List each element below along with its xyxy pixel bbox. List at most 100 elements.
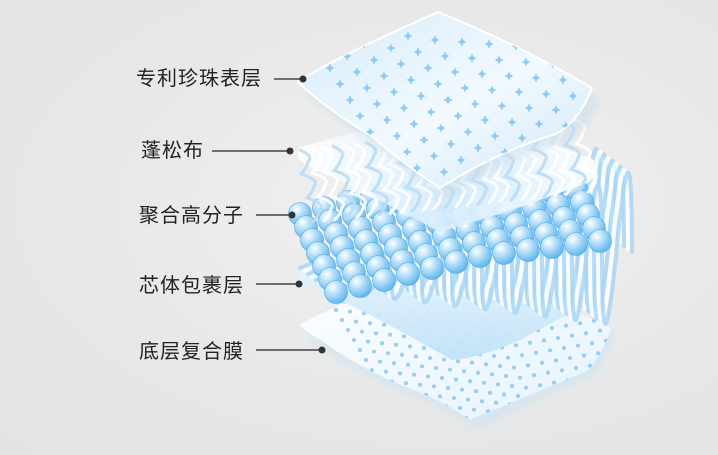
film-dot <box>446 386 450 390</box>
surface-pattern-mark <box>514 87 524 97</box>
film-dot <box>556 413 560 418</box>
film-dot <box>382 388 386 392</box>
film-dot <box>528 340 532 345</box>
fluff-strand <box>375 140 400 216</box>
film-dot <box>634 389 638 393</box>
surface-pattern-mark <box>376 27 386 37</box>
fluff-strand <box>298 148 323 224</box>
surface-pattern-mark <box>484 39 494 49</box>
film-dot <box>542 415 546 420</box>
film-dot <box>394 408 398 412</box>
film-dot <box>412 372 416 377</box>
film-dot <box>596 428 600 432</box>
surface-pattern-mark <box>439 167 449 177</box>
surface-pattern-mark <box>606 110 615 119</box>
film-dot <box>552 380 556 385</box>
film-dot <box>576 421 580 425</box>
film-dot <box>504 374 508 378</box>
surface-pattern-mark <box>443 95 453 105</box>
film-dot <box>490 372 494 377</box>
surface-pattern-mark <box>531 73 541 83</box>
film-dot <box>484 428 488 432</box>
film-dot <box>514 412 518 417</box>
film-dot <box>606 393 610 398</box>
film-dot <box>548 348 552 353</box>
polymer-bead <box>492 241 516 265</box>
surface-pattern-mark <box>541 89 551 99</box>
film-dot <box>492 354 496 358</box>
film-dot <box>554 436 558 440</box>
film-dot <box>398 371 402 376</box>
surface-pattern-mark <box>639 204 648 213</box>
polymer-bead <box>564 232 588 256</box>
film-dot <box>454 377 458 382</box>
film-dot <box>400 418 404 420</box>
surface-pattern-mark <box>568 91 578 101</box>
film-dot <box>622 292 626 296</box>
film-dot <box>388 398 392 402</box>
film-dot <box>512 365 516 370</box>
film-dot <box>368 321 372 326</box>
label-pearl-surface: 专利珍珠表层 <box>136 66 262 90</box>
surface-pattern-mark <box>487 85 497 95</box>
film-dot <box>380 341 384 346</box>
leader-dot <box>318 346 326 354</box>
film-dot <box>570 333 574 338</box>
film-dot <box>610 426 614 430</box>
film-dot <box>422 411 426 416</box>
film-dot <box>616 359 620 363</box>
film-dot <box>432 384 436 389</box>
fluff-strand <box>364 141 389 217</box>
surface-pattern-mark <box>588 123 592 133</box>
film-dot <box>624 424 628 428</box>
surface-pattern-mark <box>423 63 433 73</box>
pearl-surface-layer <box>296 10 655 213</box>
surface-pattern-mark <box>325 63 335 73</box>
surface-pattern-mark <box>561 121 571 131</box>
film-dot <box>570 410 574 415</box>
film-dot <box>694 412 698 416</box>
film-dot <box>366 339 370 344</box>
film-dot <box>574 366 578 370</box>
film-dot <box>550 403 554 408</box>
surface-pattern-mark <box>379 71 389 81</box>
surface-pattern-mark <box>463 127 473 137</box>
film-dot <box>536 405 540 410</box>
film-dot <box>604 416 608 420</box>
surface-pattern-mark <box>298 15 305 25</box>
film-dot <box>532 373 536 378</box>
polymer-bead <box>468 244 492 268</box>
film-dot <box>488 390 492 395</box>
surface-pattern-mark <box>450 67 460 77</box>
surface-pattern-mark <box>646 174 655 183</box>
film-dot <box>408 409 412 414</box>
film-dot <box>652 419 656 423</box>
film-dot <box>472 407 476 412</box>
film-dot <box>586 386 590 390</box>
film-dot <box>614 381 618 385</box>
film-dot <box>468 379 472 384</box>
film-dot <box>612 404 616 408</box>
film-dot <box>578 321 582 326</box>
film-dot <box>408 344 412 349</box>
film-dot <box>588 363 592 368</box>
surface-pattern-mark <box>490 131 500 141</box>
surface-pattern-mark <box>457 37 467 47</box>
label-fluffy-cloth: 蓬松布 <box>141 138 204 162</box>
film-dot <box>372 349 376 354</box>
film-dot <box>450 414 454 419</box>
film-dot <box>442 423 446 427</box>
polymer-bead <box>324 280 348 304</box>
surface-pattern-mark <box>494 55 504 65</box>
film-dot <box>676 382 680 386</box>
film-dot <box>462 369 466 374</box>
film-dot <box>640 322 644 326</box>
surface-pattern-mark <box>470 99 480 109</box>
film-dot <box>528 414 532 418</box>
film-dot <box>656 374 660 378</box>
polymer-bead <box>420 256 444 280</box>
film-dot <box>670 372 674 376</box>
film-dot <box>540 434 544 438</box>
fluff-strand <box>342 143 367 219</box>
